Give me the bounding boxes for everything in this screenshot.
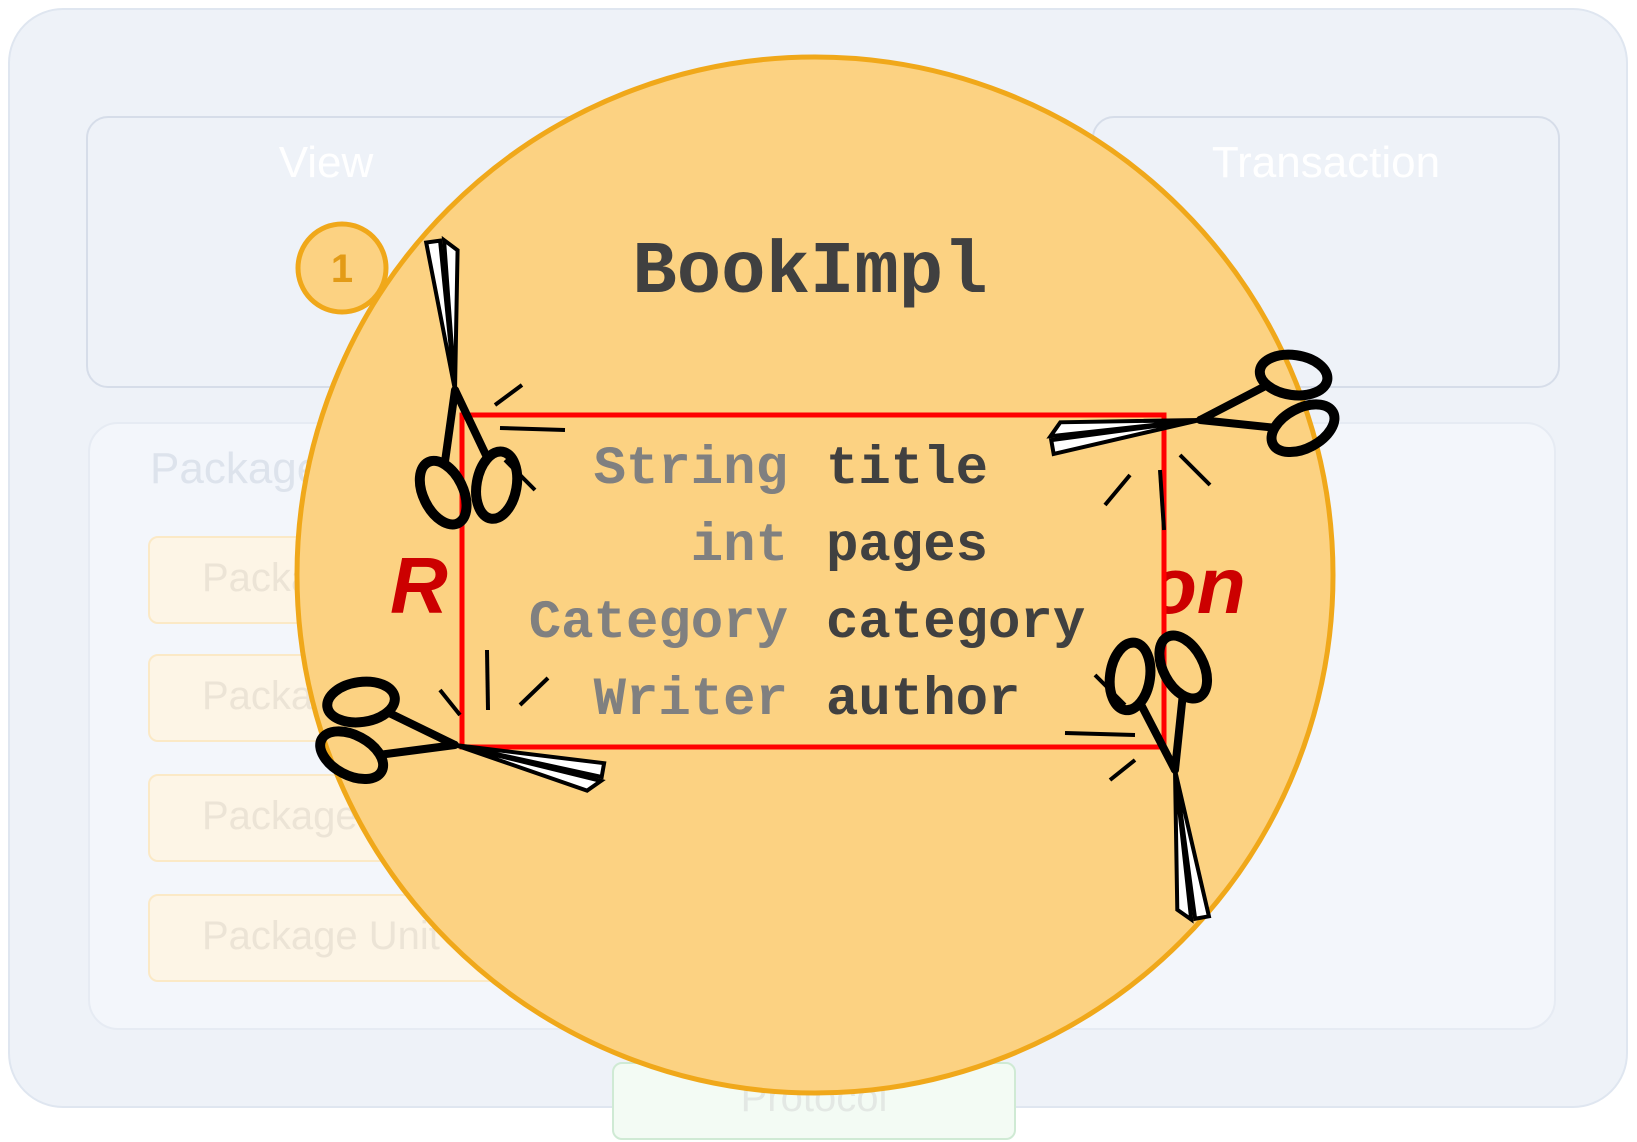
field-list: String title int pages Category category… [529,439,1086,731]
field-name: category [826,593,1085,654]
field-type: String [594,439,788,500]
field-name: pages [826,516,988,577]
field-type: Writer [594,670,788,731]
class-name: BookImpl [632,231,987,315]
package-unit-label: Package Unit [202,914,440,958]
package-heading: Package [150,444,322,493]
cut-out-rectangle [459,412,1167,750]
hidden-text-left: R [390,541,448,630]
transaction-label: Transaction [1211,138,1441,187]
field-type: Category [529,593,788,654]
field-name: title [826,439,988,500]
field-name: author [826,670,1020,731]
view-label: View [278,138,374,187]
step-badge [298,224,386,312]
field-type: int [691,516,788,577]
step-number: 1 [331,247,353,291]
